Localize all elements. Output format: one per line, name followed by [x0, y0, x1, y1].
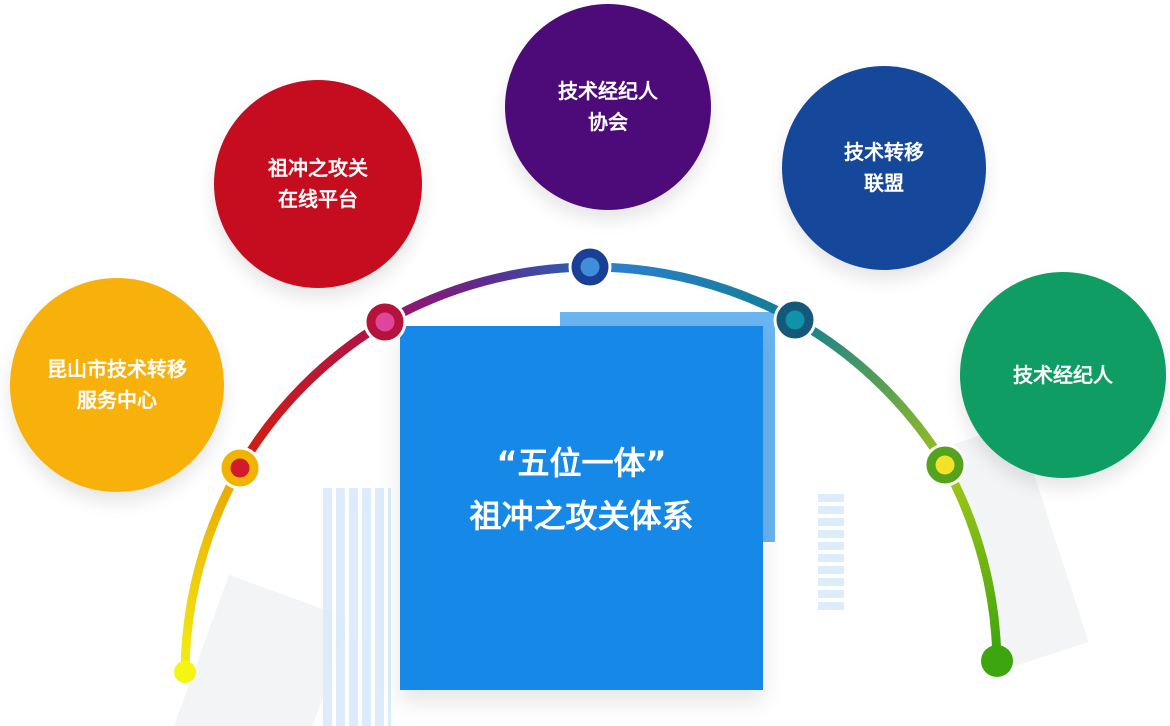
arc-segment-red — [236, 318, 388, 471]
circle-service-center-line2: 服务中心 — [77, 388, 157, 412]
circle-broker-association: 技术经纪人 协会 — [505, 4, 711, 210]
circle-service-center: 昆山市技术转移 服务中心 — [10, 278, 224, 492]
circle-transfer-alliance-line2: 联盟 — [864, 171, 904, 195]
circle-service-center-line1: 昆山市技术转移 — [47, 357, 187, 381]
center-box: “五位一体” 祖冲之攻关体系 — [400, 326, 763, 690]
arc-segment-green — [941, 462, 1002, 663]
arc-segment-yellow — [180, 465, 244, 673]
blue-node-dot — [568, 245, 612, 289]
circle-transfer-alliance: 技术转移 联盟 — [782, 66, 986, 270]
background-building-stripes-right — [818, 492, 844, 610]
background-building-stripes-left — [323, 488, 391, 726]
circle-broker-association-line2: 协会 — [588, 110, 628, 134]
circle-online-platform-line1: 祖冲之攻关 — [268, 156, 368, 180]
green-yellow-node-dot — [923, 443, 967, 487]
teal-node-dot — [773, 298, 817, 342]
arc-segment-teal — [792, 316, 949, 468]
yellow-node-dot — [218, 446, 262, 490]
center-box-label: “五位一体” 祖冲之攻关体系 — [469, 437, 693, 543]
circle-online-platform-line2: 在线平台 — [278, 187, 358, 211]
center-box-line2: 祖冲之攻关体系 — [469, 497, 694, 535]
green-end-dot — [981, 645, 1013, 677]
circle-tech-broker-line1: 技术经纪人 — [1013, 362, 1113, 387]
circle-online-platform: 祖冲之攻关 在线平台 — [214, 80, 422, 288]
arc-segments — [180, 262, 1002, 673]
circle-transfer-alliance-line1: 技术转移 — [844, 140, 924, 164]
arc-segment-purple — [382, 262, 591, 326]
circle-tech-broker: 技术经纪人 — [960, 272, 1166, 478]
circle-broker-association-line1: 技术经纪人 — [558, 79, 658, 103]
arc-segment-blue — [589, 262, 798, 324]
yellow-end-dot — [174, 661, 196, 683]
center-box-line1: “五位一体” — [496, 444, 667, 483]
magenta-node-dot — [363, 300, 407, 344]
